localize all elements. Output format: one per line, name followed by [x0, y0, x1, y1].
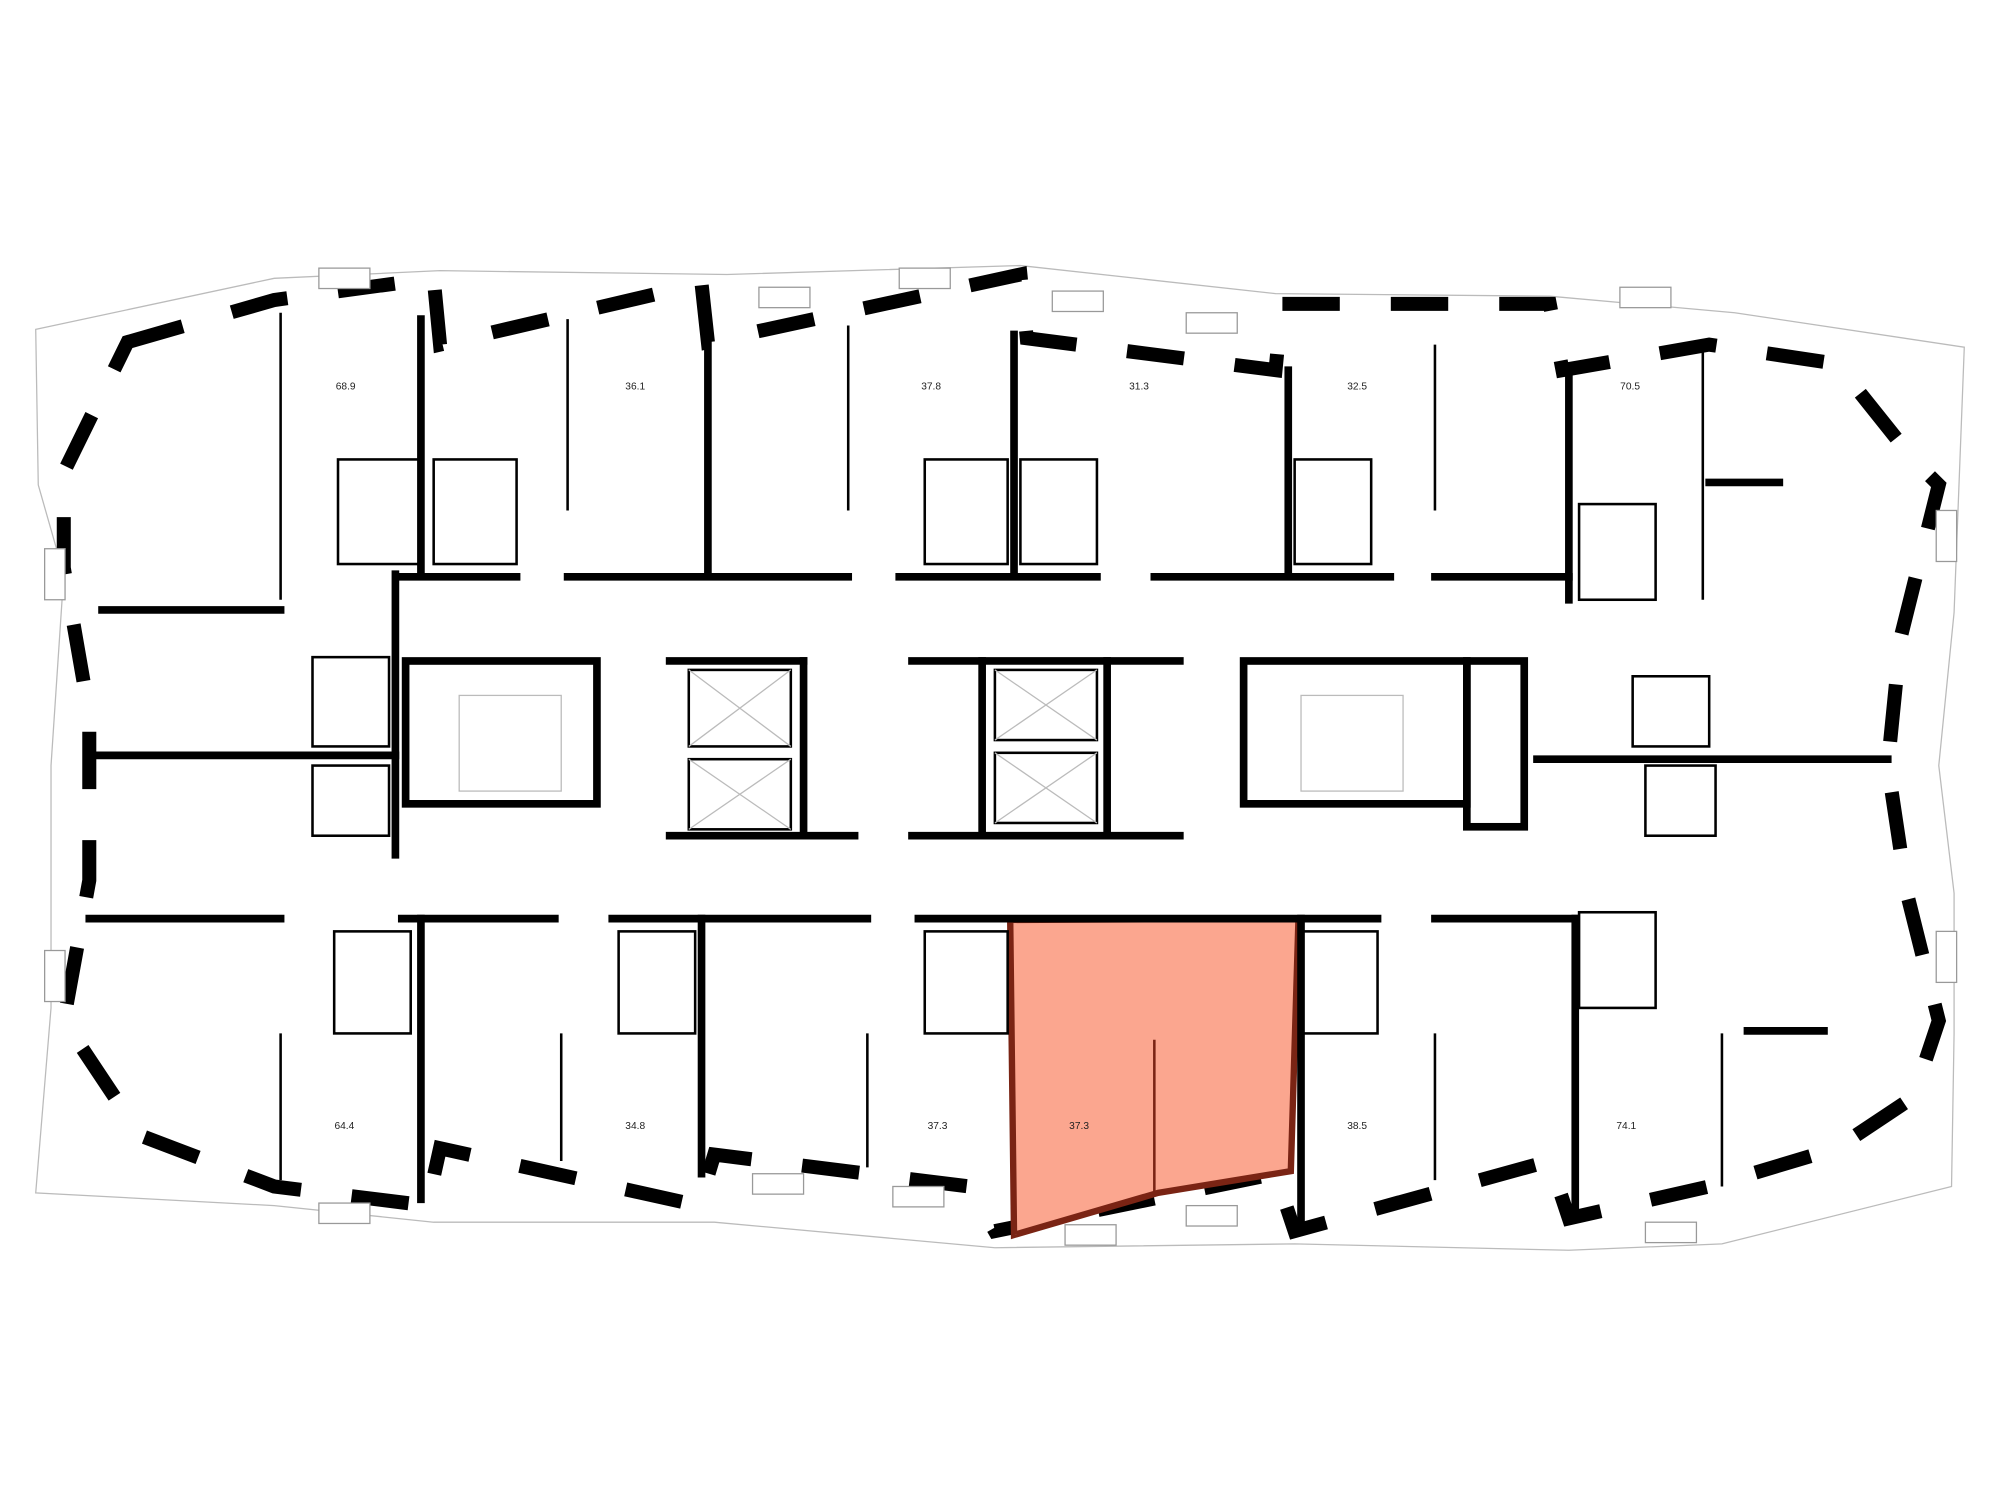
partition-walls: [279, 312, 1724, 1229]
apartment-area-label: 32.5: [1347, 381, 1367, 392]
window-units: [44, 267, 1958, 1246]
apartment-area-label: 37.8: [921, 381, 941, 392]
apartment-area-label: 74.1: [1616, 1121, 1636, 1132]
apartment-area-label: 68.9: [336, 381, 356, 392]
apartment-area-label: 70.5: [1620, 381, 1640, 392]
bathrooms: [311, 458, 1717, 1035]
apartment-area-label: 34.8: [625, 1121, 645, 1132]
apartment-area-label: 36.1: [625, 381, 645, 392]
apartment-area-labels: 68.9 36.1 37.8 31.3 32.5 70.5 64.4 34.8 …: [334, 381, 1640, 1132]
balcony-outline: [35, 264, 1965, 1251]
building-core: [401, 657, 1529, 840]
apartment-area-label: 37.3: [928, 1121, 948, 1132]
apartment-area-label: 38.5: [1347, 1121, 1367, 1132]
highlighted-apartment-area-label: 37.3: [1069, 1121, 1089, 1132]
apartment-area-label: 31.3: [1129, 381, 1149, 392]
apartment-area-label: 64.4: [334, 1121, 354, 1132]
